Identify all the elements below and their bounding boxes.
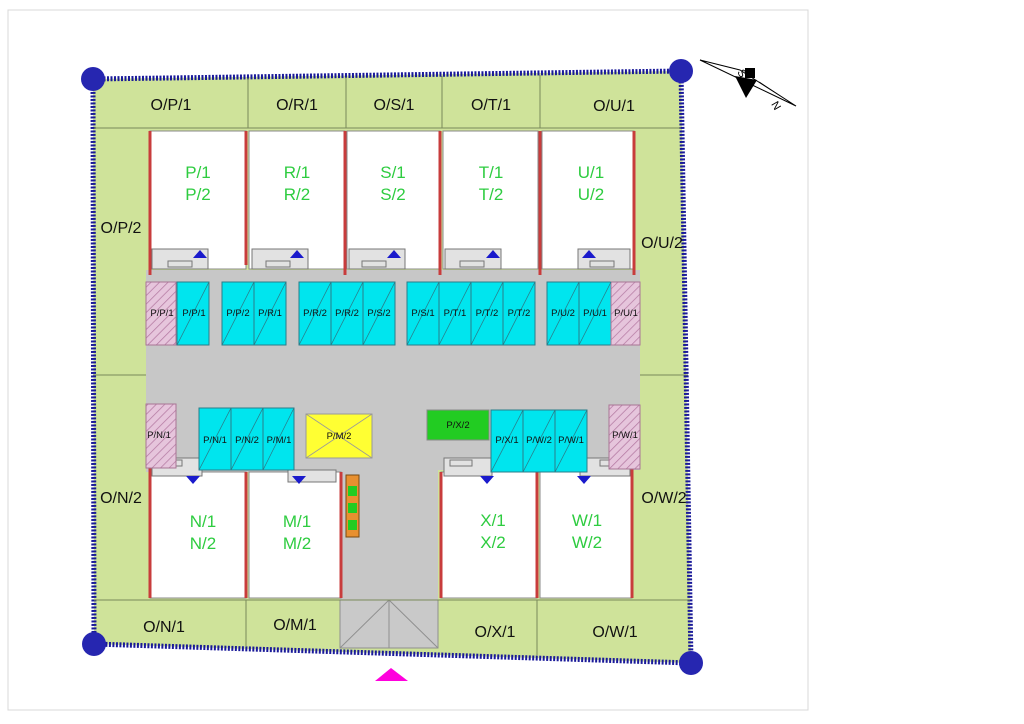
unit-label: P/1 [185, 163, 211, 182]
parking-slot-hatched [145, 281, 177, 346]
plot-label-top: O/U/1 [593, 98, 635, 115]
plot-label-right: O/U/2 [641, 235, 683, 252]
parking-slot-hatched [608, 404, 641, 470]
bike-parking-strip [345, 474, 360, 538]
unit-label: X/2 [480, 533, 506, 552]
unit-label: T/1 [479, 163, 504, 182]
unit-label: U/1 [578, 163, 604, 182]
plot-label-top: O/P/1 [151, 97, 192, 114]
perimeter-labels: O/P/1 O/R/1 O/S/1 O/T/1 O/U/1 O/P/2 O/N/… [100, 97, 687, 641]
entrance-marker-icon [375, 668, 408, 681]
parking-label: P/R/2 [303, 308, 327, 319]
unit-label: N/2 [190, 534, 216, 553]
corner-markers [81, 59, 703, 675]
plot-label-left: O/P/2 [101, 220, 142, 237]
parking-label: P/X/2 [446, 420, 469, 431]
entry-arrows-top [193, 250, 596, 258]
unit-block [248, 471, 343, 599]
parking-label: P/W/2 [526, 435, 552, 446]
parking-label: P/N/1 [147, 430, 171, 441]
perimeter-dividers [93, 75, 690, 655]
corner-point [82, 632, 106, 656]
top-parking-row: P/P/1 P/P/1 P/P/2 P/R/1 P/R/2 P/R/2 P/S/… [145, 281, 641, 346]
parking-slot-hatched [145, 403, 177, 469]
parking-label: P/U/1 [583, 308, 607, 319]
plot-label-top: O/T/1 [471, 97, 511, 114]
unit-label: M/2 [283, 534, 311, 553]
unit-block [442, 130, 542, 275]
parking-label: P/M/2 [327, 431, 352, 442]
unit-label: U/2 [578, 185, 604, 204]
corner-point [669, 59, 693, 83]
parking-slot-green [426, 409, 490, 441]
plot-label-bottom: O/X/1 [475, 624, 516, 641]
parking-label: P/S/1 [411, 308, 434, 319]
unit-block [535, 466, 634, 599]
unit-block [439, 471, 538, 599]
unit-block [148, 466, 248, 599]
unit-label: R/2 [284, 185, 310, 204]
bottom-parking-row: P/N/1 P/N/1 P/N/2 P/M/1 P/M/2 P/X/2 P/X/… [145, 403, 641, 473]
parking-label: P/X/1 [495, 435, 518, 446]
plot-label-right: O/W/2 [641, 490, 686, 507]
parking-label: P/U/1 [614, 308, 638, 319]
unit-label: N/1 [190, 512, 216, 531]
unit-label: S/1 [380, 163, 406, 182]
unit-label: W/2 [572, 533, 602, 552]
unit-label: M/1 [283, 512, 311, 531]
parking-label: P/T/1 [444, 308, 467, 319]
corner-point [81, 67, 105, 91]
parking-label: P/P/2 [226, 308, 249, 319]
unit-label: T/2 [479, 185, 504, 204]
entry-arrows-bottom [186, 476, 591, 484]
parking-label: P/W/1 [558, 435, 584, 446]
corner-point [679, 651, 703, 675]
parking-label: P/T/2 [508, 308, 531, 319]
plot-label-bottom: O/N/1 [143, 619, 185, 636]
parking-label: P/P/1 [182, 308, 205, 319]
parking-label: P/S/2 [367, 308, 390, 319]
plot-label-top: O/S/1 [374, 97, 415, 114]
plot-label-top: O/R/1 [276, 97, 318, 114]
plot-label-left: O/N/2 [100, 490, 142, 507]
parking-label: P/U/2 [551, 308, 575, 319]
unit-block [346, 130, 442, 275]
unit-label: X/1 [480, 511, 506, 530]
parking-label: P/N/2 [235, 435, 259, 446]
unit-label: R/1 [284, 163, 310, 182]
parking-label: P/W/1 [612, 430, 638, 441]
unit-label: W/1 [572, 511, 602, 530]
plot-label-bottom: O/W/1 [592, 624, 637, 641]
parking-label: P/T/2 [476, 308, 499, 319]
parking-label: P/P/1 [150, 308, 173, 319]
parking-label: P/N/1 [203, 435, 227, 446]
top-units: P/1 P/2 R/1 R/2 S/1 S/2 T/1 T/2 U/1 U/2 [148, 130, 636, 275]
north-arrow-icon: S N [699, 59, 797, 112]
unit-block [148, 130, 248, 275]
unit-label: S/2 [380, 185, 406, 204]
plot-label-bottom: O/M/1 [273, 617, 317, 634]
entrance-gate [339, 599, 439, 649]
unit-label: P/2 [185, 185, 211, 204]
parking-label: P/R/2 [335, 308, 359, 319]
parking-label: P/M/1 [267, 435, 292, 446]
parking-slot-hatched [610, 281, 641, 346]
parking-label: P/R/1 [258, 308, 282, 319]
unit-block [541, 130, 636, 275]
